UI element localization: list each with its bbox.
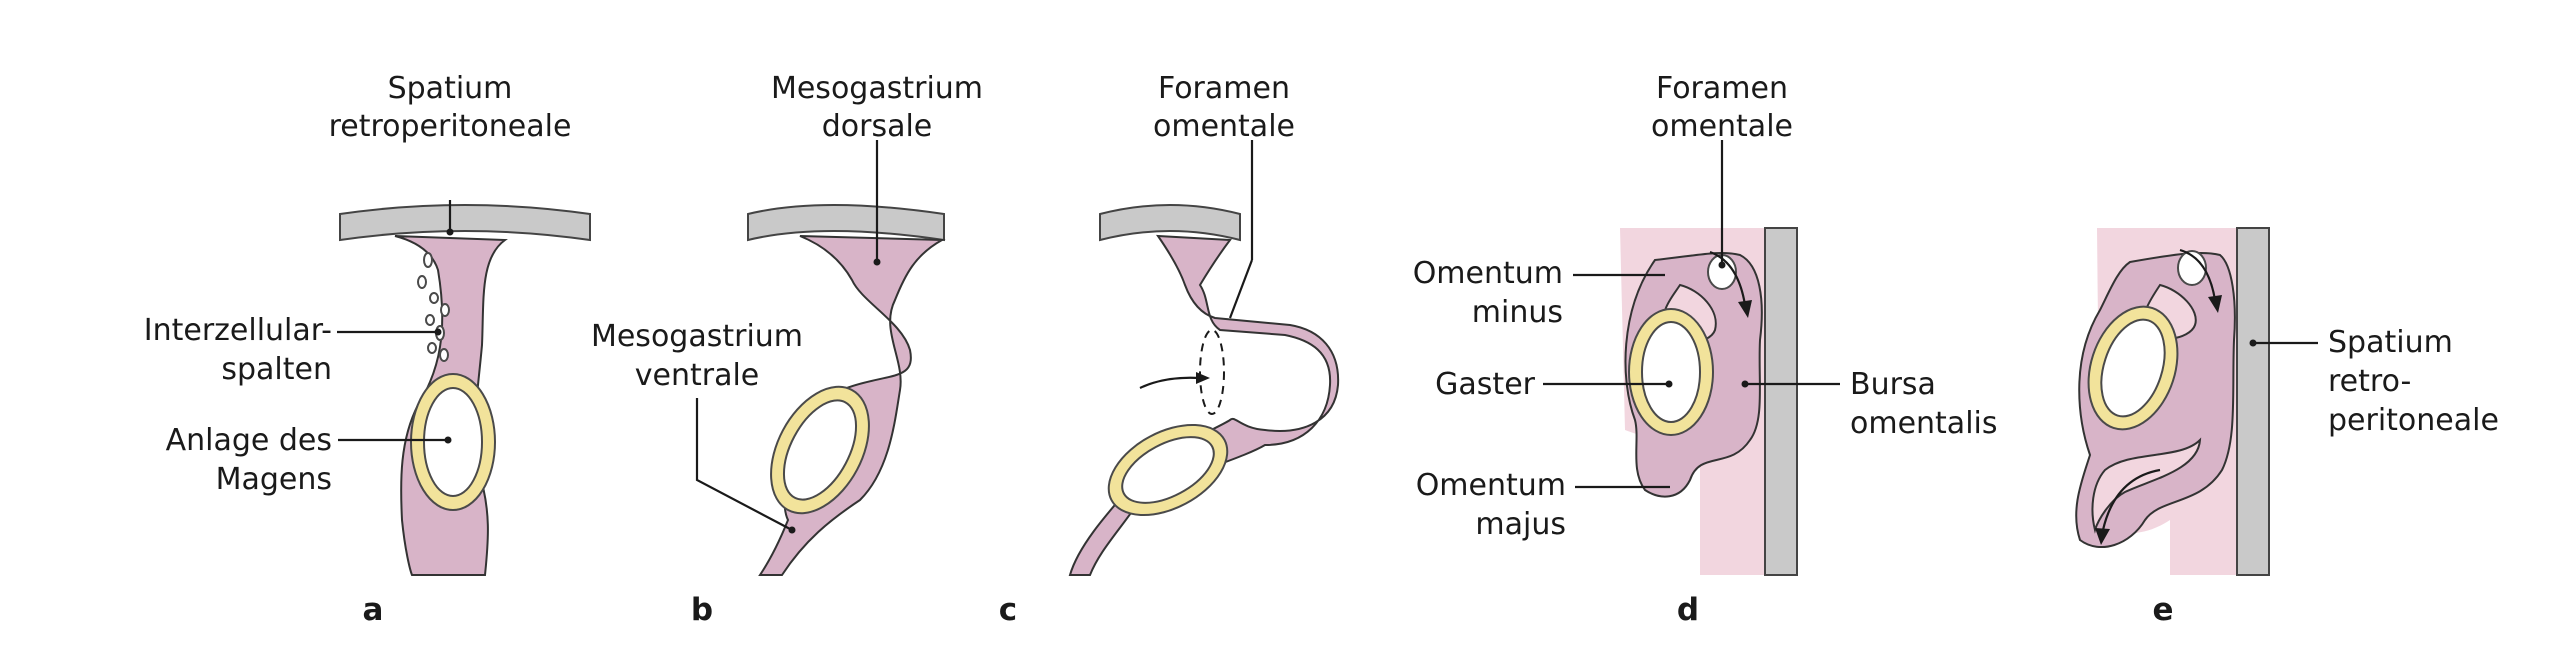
- arrow-through-foramen-e: [2179, 248, 2217, 301]
- label-spatium-retroperitoneale-e-3: peritoneale: [2328, 403, 2499, 438]
- label-bursa-omentalis-2: omentalis: [1850, 406, 1998, 441]
- retroperitoneal-wall-c: [1099, 204, 1241, 242]
- label-anlage-des-magens: Anlage des: [166, 423, 332, 458]
- panel-c: Foramen omentale c: [999, 71, 1340, 628]
- retroperitoneal-wall-d: [1764, 227, 1798, 576]
- label-spatium-retroperitoneale-a: Spatium: [388, 71, 513, 106]
- arrow-into-foramen-c: [1139, 376, 1201, 389]
- panel-letter-c: c: [999, 592, 1017, 628]
- panel-e: Spatium retro- peritoneale e: [2075, 227, 2499, 628]
- label-spatium-retroperitoneale-a-2: retroperitoneale: [329, 109, 572, 144]
- stomach-lumen-d: [1641, 321, 1701, 423]
- panel-letter-e: e: [2152, 592, 2173, 628]
- arrow-into-recess-e: [2101, 468, 2161, 531]
- label-omentum-majus-2: majus: [1475, 507, 1566, 542]
- panel-d: Foramen omentale Omentum minus Gaster Om…: [1413, 71, 1998, 628]
- stomach-lumen-a: [423, 387, 483, 497]
- panel-a: Spatium retroperitoneale Interzellular- …: [144, 71, 591, 628]
- label-interzellularspalten: Interzellular-: [144, 313, 332, 348]
- panel-letter-d: d: [1677, 592, 1699, 628]
- label-foramen-omentale-d: Foramen: [1656, 71, 1788, 106]
- panel-b: Mesogastrium dorsale Mesogastrium ventra…: [591, 71, 983, 628]
- label-foramen-omentale-c: Foramen: [1158, 71, 1290, 106]
- foramen-omentale-outline-c: [1199, 329, 1225, 415]
- label-spatium-retroperitoneale-e-2: retro-: [2328, 364, 2411, 399]
- stomach-lumen-e: [2100, 318, 2166, 418]
- foramen-omentale-e: [2177, 250, 2207, 286]
- label-gaster: Gaster: [1435, 367, 1535, 402]
- arrow-through-foramen-d: [1709, 250, 1747, 306]
- retroperitoneal-wall-a: [339, 204, 591, 242]
- label-bursa-omentalis: Bursa: [1850, 367, 1936, 402]
- label-mesogastrium-dorsale: Mesogastrium: [771, 71, 983, 106]
- omental-recess-e: [2091, 437, 2202, 534]
- stomach-lumen-c: [1121, 436, 1215, 504]
- retroperitoneal-wall-b: [747, 204, 945, 242]
- label-foramen-omentale-d-2: omentale: [1651, 109, 1793, 144]
- label-mesogastrium-dorsale-2: dorsale: [822, 109, 933, 144]
- panel-letter-b: b: [691, 592, 713, 628]
- stomach-lumen-b: [782, 399, 858, 501]
- label-spatium-retroperitoneale-e: Spatium: [2328, 325, 2453, 360]
- retroperitoneal-wall-e: [2236, 227, 2270, 576]
- label-omentum-minus-2: minus: [1472, 295, 1563, 330]
- label-foramen-omentale-c-2: omentale: [1153, 109, 1295, 144]
- label-interzellularspalten-2: spalten: [221, 352, 332, 387]
- label-anlage-des-magens-2: Magens: [216, 462, 332, 497]
- label-mesogastrium-ventrale: Mesogastrium: [591, 319, 803, 354]
- label-mesogastrium-ventrale-2: ventrale: [635, 358, 760, 393]
- label-omentum-minus: Omentum: [1413, 256, 1563, 291]
- panel-letter-a: a: [363, 592, 384, 628]
- label-omentum-majus: Omentum: [1416, 468, 1566, 503]
